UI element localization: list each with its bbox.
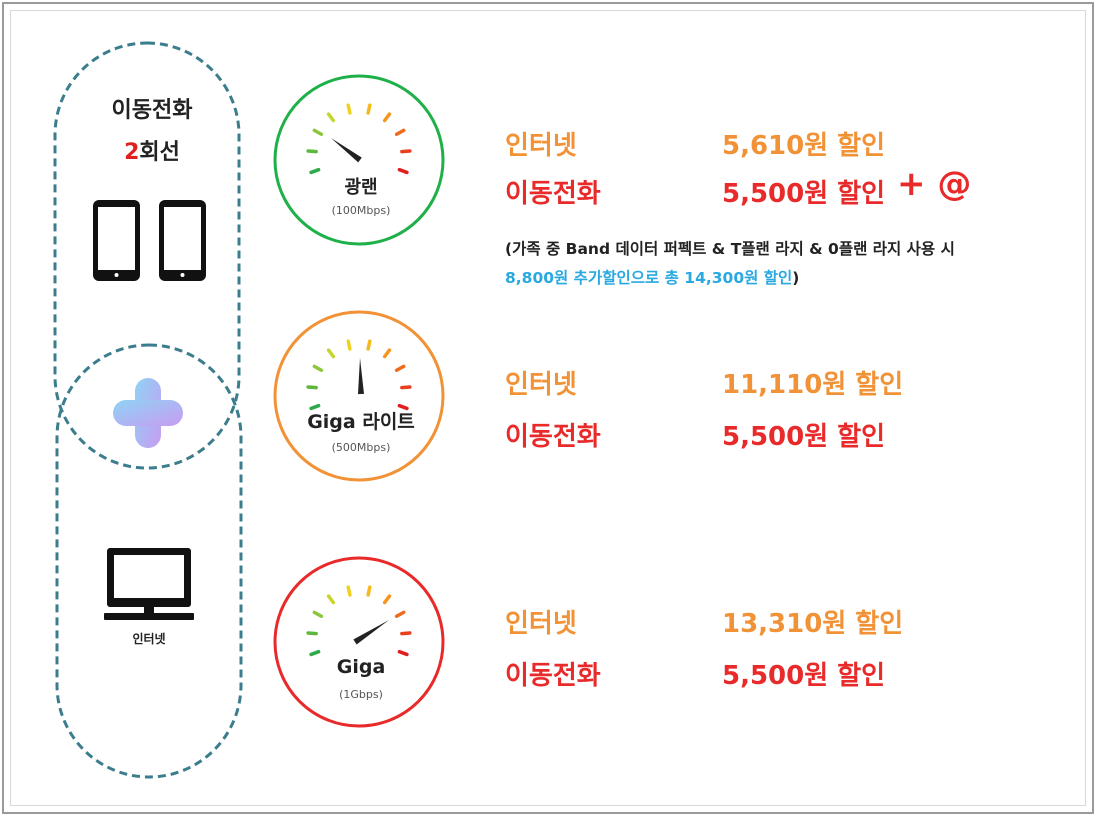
plus-icon xyxy=(113,378,183,448)
note-highlight: 8,800원 추가할인으로 총 14,300원 할인 xyxy=(505,269,793,287)
note-end: ) xyxy=(792,269,800,287)
gauge-100mbps xyxy=(273,74,445,246)
gauge-needle xyxy=(353,620,389,645)
lines-unit: 회선 xyxy=(139,140,180,165)
mobile-group-outline xyxy=(53,41,241,470)
gauge-tick xyxy=(400,149,412,154)
phone-icon xyxy=(159,200,206,281)
gauge-tick xyxy=(306,385,318,390)
gauge-tick xyxy=(312,610,324,618)
gauge-tick xyxy=(397,403,409,411)
mobile-label: 이동전화 xyxy=(505,661,601,691)
gauge-tick xyxy=(400,385,412,390)
note-line1: (가족 중 Band 데이터 퍼펙트 & T플랜 라지 & 0플랜 라지 사용 … xyxy=(505,240,955,258)
gauge-tick xyxy=(400,631,412,636)
gauge-tick xyxy=(366,585,372,597)
gauge-tick xyxy=(346,339,352,351)
gauge-tick xyxy=(306,631,318,636)
gauge-tick xyxy=(326,348,336,359)
gauge-500mbps xyxy=(273,310,445,482)
gauge-tick xyxy=(346,585,352,597)
gauge-tick xyxy=(382,112,392,123)
gauge-speed: (100Mbps) xyxy=(331,204,391,217)
gauge-tick xyxy=(394,128,406,136)
mobile-title: 이동전화 xyxy=(111,98,193,123)
internet-discount: 11,110원 할인 xyxy=(722,370,904,400)
mobile-label: 이동전화 xyxy=(505,179,601,209)
gauge-name: Giga xyxy=(336,656,386,678)
gauge-name: 광랜 xyxy=(344,177,378,198)
gauge-1gbps xyxy=(273,556,445,728)
gauge-tick xyxy=(382,348,392,359)
mobile-lines-count: 2회선 xyxy=(62,134,242,166)
gauge-tick xyxy=(366,339,372,351)
gauge-tick xyxy=(326,594,336,605)
gauge-tick xyxy=(346,103,352,115)
gauge-tick xyxy=(326,112,336,123)
note-line2: 8,800원 추가할인으로 총 14,300원 할인) xyxy=(505,266,799,288)
mobile-label: 이동전화 xyxy=(505,422,601,452)
gauge-tick xyxy=(309,649,321,657)
gauge-tick xyxy=(312,128,324,136)
gauge-tick xyxy=(306,149,318,154)
gauge-needle xyxy=(331,138,362,163)
lines-number: 2 xyxy=(124,140,140,165)
monitor-icon xyxy=(104,548,194,620)
mobile-discount: 5,500원 할인 xyxy=(722,661,886,691)
internet-group-outline xyxy=(55,343,243,779)
plus-alpha-mark: + @ xyxy=(897,164,972,204)
internet-label: 인터넷 xyxy=(505,131,577,161)
gauge-speed: (1Gbps) xyxy=(339,688,383,701)
internet-label: 인터넷 xyxy=(505,609,577,639)
gauge-needle xyxy=(358,358,364,395)
gauge-tick xyxy=(397,167,409,175)
gauge-tick xyxy=(312,364,324,372)
gauge-tick xyxy=(397,649,409,657)
gauge-tick xyxy=(309,403,321,411)
phone-icon xyxy=(93,200,140,281)
gauge-tick xyxy=(366,103,372,115)
internet-label: 인터넷 xyxy=(132,632,166,646)
gauge-tick xyxy=(394,610,406,618)
internet-label: 인터넷 xyxy=(505,370,577,400)
internet-discount: 5,610원 할인 xyxy=(722,131,886,161)
mobile-discount: 5,500원 할인 xyxy=(722,179,886,209)
internet-discount: 13,310원 할인 xyxy=(722,609,904,639)
gauge-ring xyxy=(273,310,445,482)
gauge-speed: (500Mbps) xyxy=(331,441,391,454)
gauge-tick xyxy=(394,364,406,372)
gauge-tick xyxy=(309,167,321,175)
gauge-name: Giga 라이트 xyxy=(307,411,415,433)
mobile-discount: 5,500원 할인 xyxy=(722,422,886,452)
gauge-tick xyxy=(382,594,392,605)
inner-frame xyxy=(10,10,1086,806)
